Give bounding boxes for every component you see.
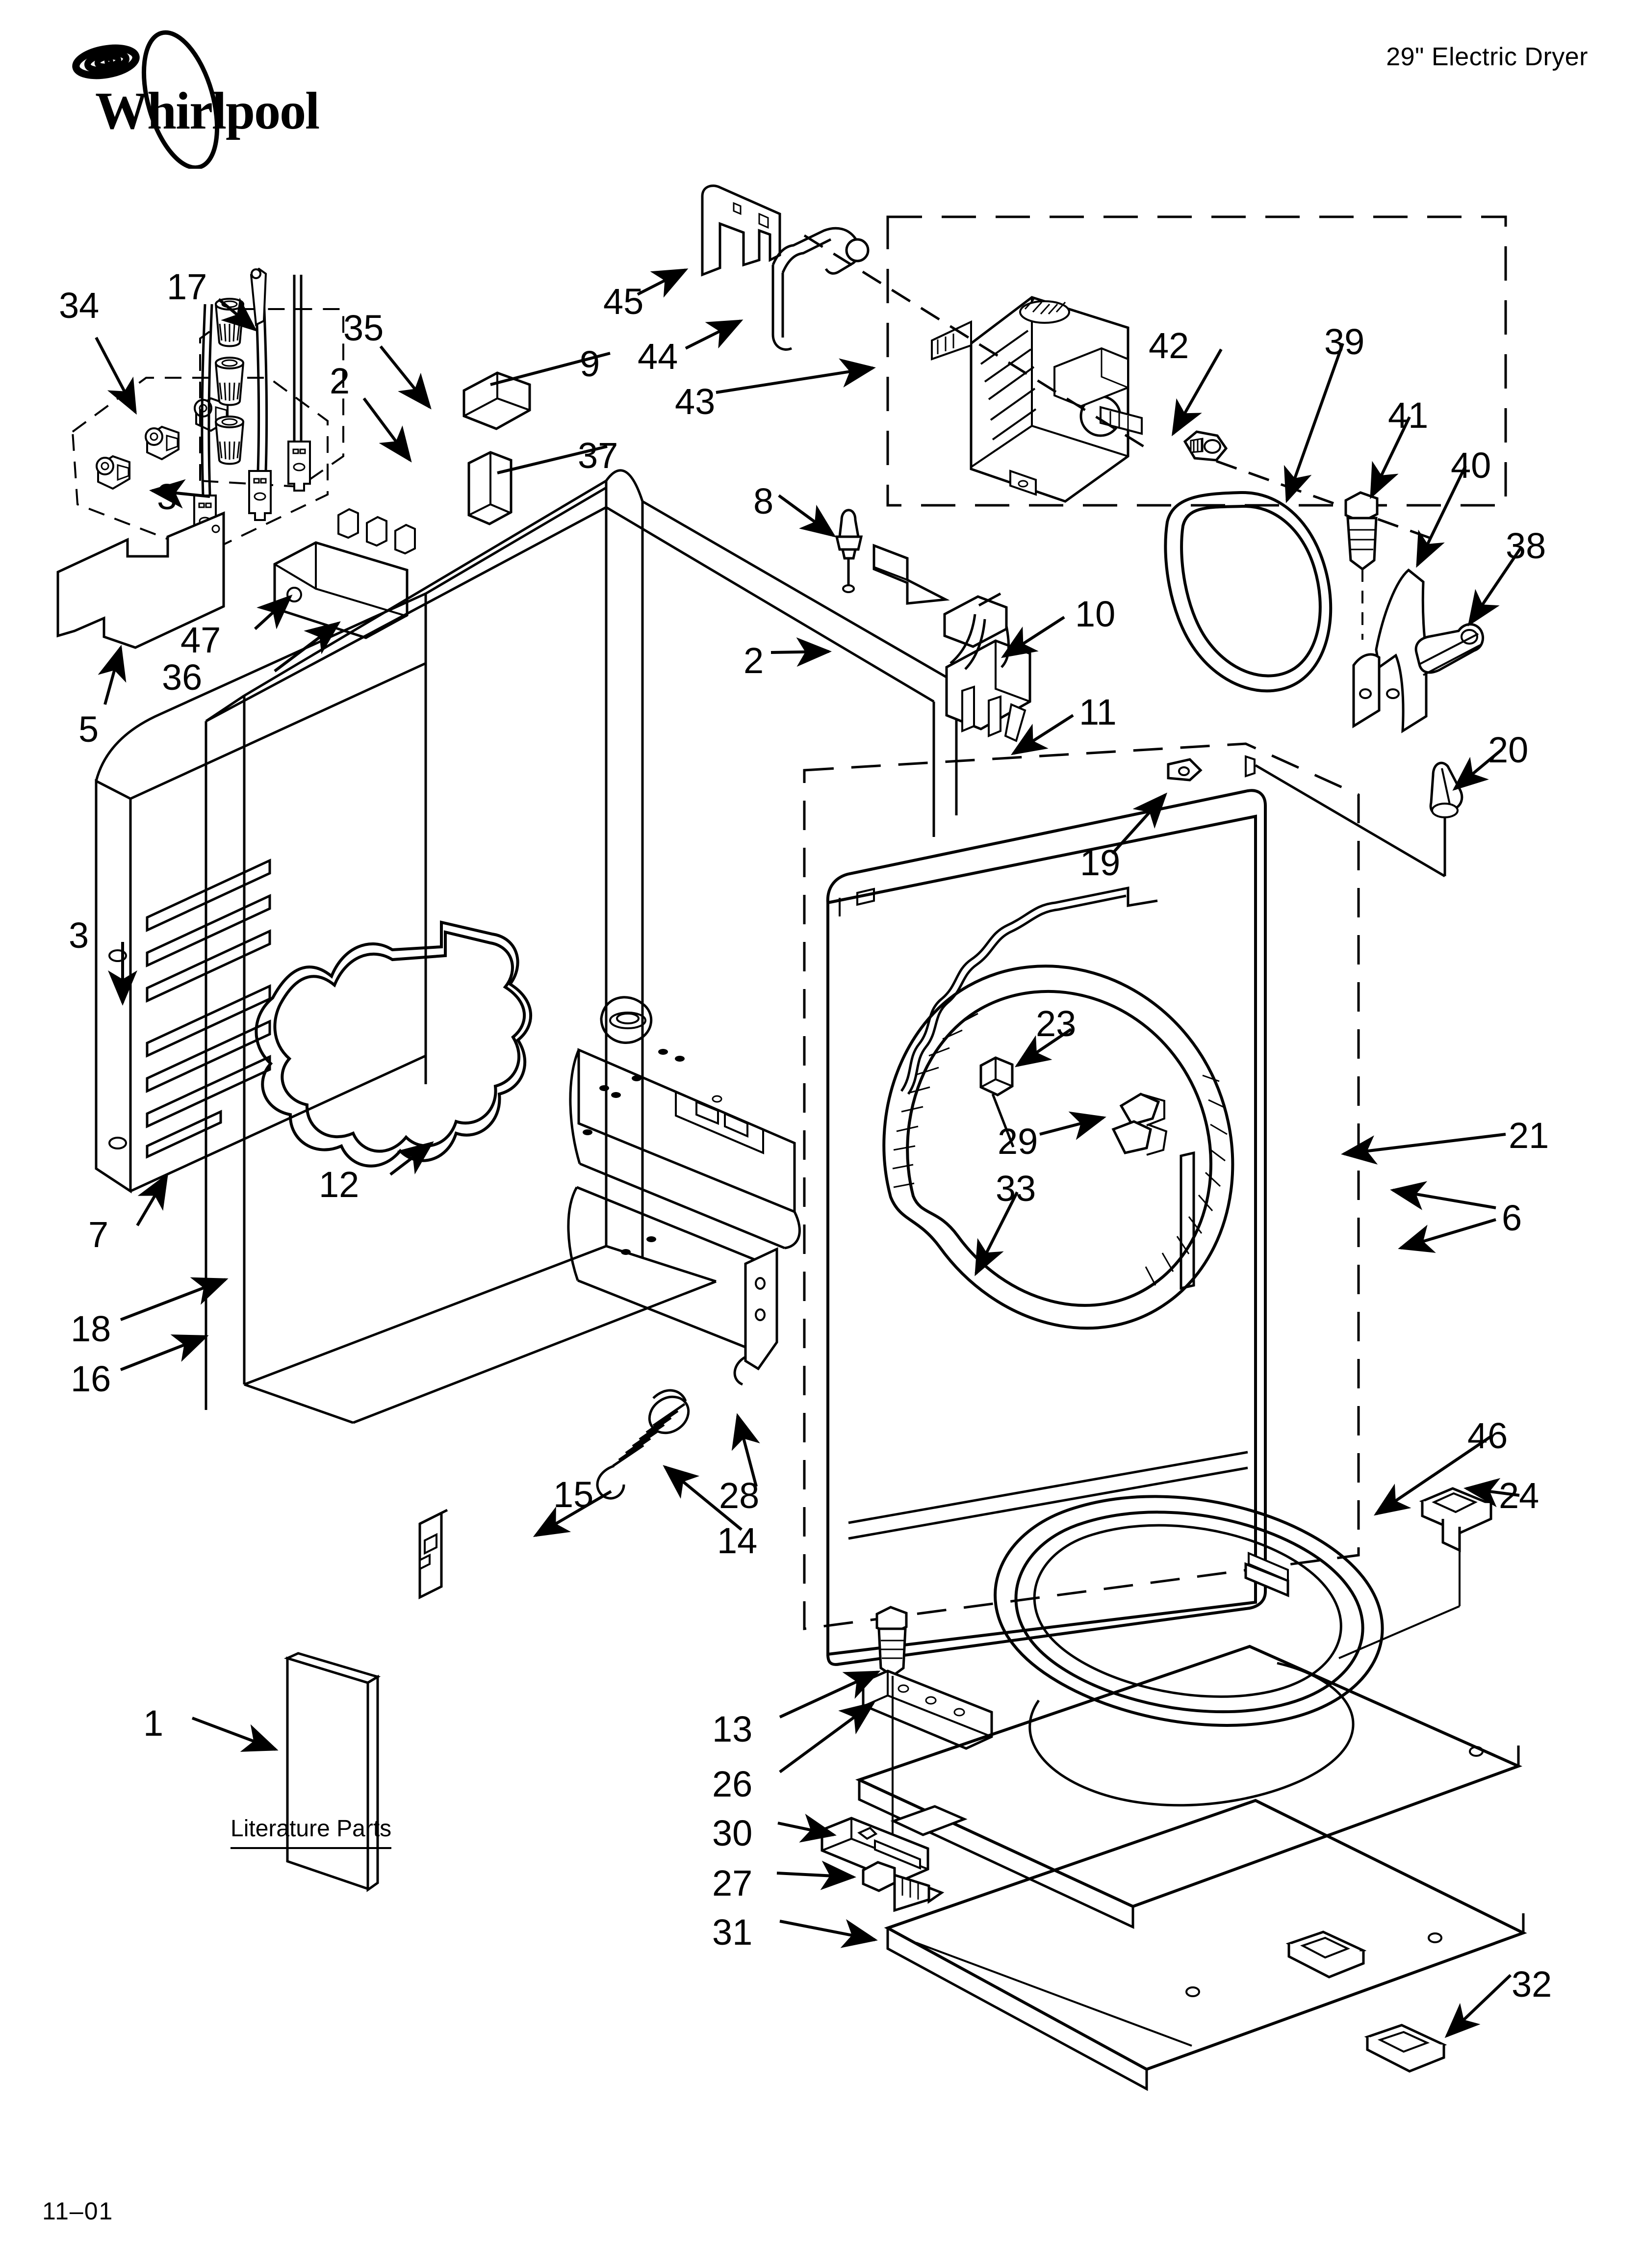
callout-15[interactable]: 15	[553, 1474, 594, 1515]
part-group-43-motor	[803, 215, 1507, 540]
callout-32[interactable]: 32	[1512, 1964, 1552, 2005]
part-37-clip	[467, 451, 513, 525]
callout-46[interactable]: 46	[1467, 1415, 1508, 1456]
part-group-17	[193, 267, 344, 546]
part-21-front-panel	[803, 742, 1360, 1666]
part-26-bracket	[862, 1669, 993, 1750]
callout-31[interactable]: 31	[712, 1912, 753, 1953]
svg-text:Whirlpool: Whirlpool	[95, 82, 319, 140]
leader-lines	[95, 268, 1522, 2038]
callout-42[interactable]: 42	[1149, 325, 1189, 366]
callout-18[interactable]: 18	[71, 1308, 111, 1349]
callout-9[interactable]: 9	[580, 343, 600, 384]
callout-35[interactable]: 35	[343, 308, 384, 348]
part-group-5	[56, 511, 225, 649]
callout-1[interactable]: 1	[143, 1703, 164, 1744]
part-14-spring	[596, 1389, 690, 1500]
callout-44[interactable]: 44	[638, 336, 678, 377]
callout-16[interactable]: 16	[71, 1358, 111, 1399]
callout-36[interactable]: 36	[162, 657, 203, 698]
callout-33[interactable]: 33	[996, 1168, 1036, 1209]
part-31-base-plate	[884, 1799, 1527, 2091]
callout-37[interactable]: 37	[578, 435, 618, 476]
callout-6[interactable]: 6	[1502, 1198, 1522, 1238]
callout-29[interactable]: 29	[998, 1121, 1038, 1162]
part-45-bracket	[701, 184, 781, 277]
callout-2b[interactable]: 2	[744, 640, 764, 681]
callout-41[interactable]: 41	[1388, 395, 1429, 436]
part-41-screw	[1344, 491, 1379, 640]
part-27-screw	[862, 1861, 945, 1912]
callout-3b[interactable]: 3	[69, 915, 89, 956]
callout-23[interactable]: 23	[1036, 1003, 1077, 1044]
literature-parts-label: Literature Parts	[231, 1815, 392, 1849]
part-32-glide	[1285, 1930, 1447, 2073]
part-39-drive-belt	[1164, 491, 1333, 693]
callout-10[interactable]: 10	[1075, 594, 1116, 634]
part-base-shelf	[855, 1644, 1523, 1929]
part-cabinet-left-panel	[95, 592, 427, 1194]
callout-13[interactable]: 13	[712, 1709, 753, 1749]
callout-3a[interactable]: 3	[157, 476, 178, 517]
part-44-retainer	[771, 227, 870, 351]
callout-14[interactable]: 14	[717, 1520, 758, 1561]
part-23-catch	[979, 1056, 1015, 1147]
page-title: 29" Electric Dryer	[1386, 43, 1588, 71]
part-40-bracket	[1352, 568, 1428, 733]
callout-38[interactable]: 38	[1506, 525, 1546, 566]
callout-2a[interactable]: 2	[330, 361, 350, 401]
callout-17[interactable]: 17	[167, 266, 207, 307]
part-group-36	[273, 508, 416, 639]
callout-40[interactable]: 40	[1451, 445, 1491, 486]
part-12-bulkhead-opening	[255, 920, 533, 1168]
callout-39[interactable]: 39	[1324, 321, 1365, 362]
callout-47[interactable]: 47	[180, 620, 221, 660]
part-28-hinge-bracket	[733, 1247, 778, 1386]
part-13-screw	[875, 1606, 908, 1678]
callout-45[interactable]: 45	[603, 281, 644, 322]
callout-26[interactable]: 26	[712, 1764, 753, 1804]
part-29-strike	[1111, 1093, 1168, 1156]
leader-lines-plain	[490, 352, 611, 474]
callout-21[interactable]: 21	[1509, 1115, 1549, 1156]
part-9-cover	[462, 371, 531, 430]
callout-43[interactable]: 43	[675, 381, 716, 422]
part-46-felt-seal	[994, 1495, 1384, 1807]
callout-11[interactable]: 11	[1079, 692, 1117, 732]
callout-28[interactable]: 28	[719, 1475, 760, 1516]
callout-30[interactable]: 30	[712, 1813, 753, 1853]
callout-24[interactable]: 24	[1499, 1475, 1539, 1516]
callout-34[interactable]: 34	[59, 285, 100, 326]
callout-20[interactable]: 20	[1488, 730, 1529, 770]
part-group-34	[71, 377, 329, 555]
callout-7[interactable]: 7	[88, 1214, 109, 1255]
part-15-clip	[418, 1509, 448, 1600]
part-8-clip	[835, 509, 863, 593]
part-20-push-pin	[1255, 761, 1463, 878]
part-30-glide	[821, 1817, 929, 1883]
callout-5[interactable]: 5	[78, 709, 99, 750]
part-10-door-switch	[872, 544, 1031, 742]
part-1-literature	[283, 1652, 381, 1892]
callout-12[interactable]: 12	[319, 1164, 359, 1205]
part-38-lever	[1414, 623, 1484, 676]
whirlpool-logo: Whirlpool	[47, 26, 322, 170]
callout-19[interactable]: 19	[1080, 842, 1121, 883]
callout-8[interactable]: 8	[753, 481, 774, 521]
date-code: 11–01	[42, 2197, 114, 2225]
callout-27[interactable]: 27	[712, 1863, 753, 1903]
